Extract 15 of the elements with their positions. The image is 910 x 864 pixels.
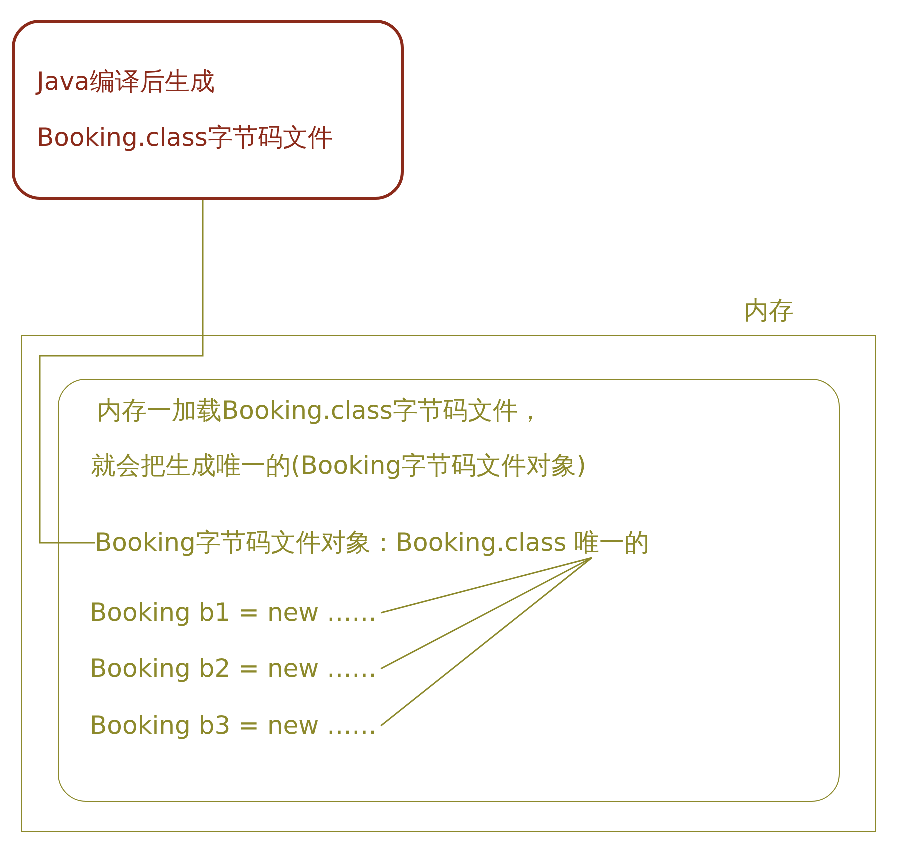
connector-line [39,200,204,544]
connector-line [380,557,592,727]
note-text: Java编译后生成 [37,66,215,98]
class-loading-box [58,379,840,802]
class-object-text: Booking字节码文件对象：Booking.class 唯一的 [95,527,650,559]
connector-line [380,557,592,614]
region-heading: 内存 [744,295,794,327]
code-text: Booking b3 = new …… [90,710,378,742]
description-text: 内存一加载Booking.class字节码文件， [97,395,543,427]
code-text: Booking b2 = new …… [90,653,378,685]
compiler-note-box [12,20,404,200]
note-text: Booking.class字节码文件 [37,122,333,154]
connector-line [380,557,592,670]
description-text: 就会把生成唯一的(Booking字节码文件对象) [91,450,586,482]
code-text: Booking b1 = new …… [90,597,378,629]
